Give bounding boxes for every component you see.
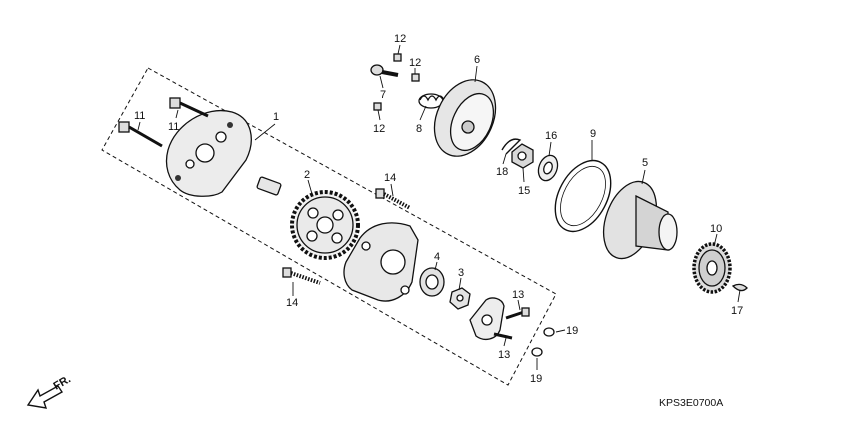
callout-14-upper: 14 (384, 172, 396, 184)
housing-6-part (433, 79, 497, 157)
gear-10-part (692, 242, 732, 294)
screw-13-upper (505, 307, 530, 320)
callout-2: 2 (304, 169, 310, 181)
callout-5: 5 (642, 157, 648, 169)
callout-19-lower: 19 (530, 373, 542, 385)
gasket-9-part (554, 159, 612, 233)
bolt-12-mid (411, 73, 420, 82)
callout-4: 4 (434, 251, 440, 263)
assembly-boundary (101, 67, 557, 386)
leader-lines (137, 44, 741, 370)
callout-13-upper: 13 (512, 289, 524, 301)
callout-3: 3 (458, 267, 464, 279)
diagram-code: KPS3E0700A (659, 397, 723, 409)
plate-part (469, 297, 505, 341)
callout-12-low: 12 (373, 123, 385, 135)
washer-16-part (537, 154, 559, 182)
callout-1: 1 (273, 111, 279, 123)
callout-14-lower: 14 (286, 297, 298, 309)
callout-18: 18 (496, 166, 508, 178)
ring-19-lower (531, 347, 543, 357)
bolt-7-part (370, 64, 399, 77)
callout-12-mid: 12 (409, 57, 421, 69)
callout-19-right: 19 (566, 325, 578, 337)
callout-9: 9 (590, 128, 596, 140)
hub-5-part (602, 180, 678, 260)
callout-15: 15 (518, 185, 530, 197)
callout-6: 6 (474, 54, 480, 66)
clip-18-part (501, 138, 522, 155)
screw-14-upper (375, 188, 411, 210)
pump-cover-part (165, 110, 252, 197)
ring-19-right (543, 327, 555, 337)
callout-8: 8 (416, 123, 422, 135)
inner-rotor-part (419, 267, 445, 297)
screw-13-lower (493, 332, 513, 340)
key-17-part (731, 283, 748, 292)
dowel-part (256, 176, 282, 196)
bolt-12-low (373, 102, 382, 111)
sprocket-part (290, 190, 360, 260)
callout-13-lower: 13 (498, 349, 510, 361)
pump-body-part (343, 222, 419, 302)
bolt-11-left (118, 121, 163, 148)
bolt-11-upper (169, 97, 209, 118)
callout-11-upper: 11 (168, 121, 179, 133)
callout-16: 16 (545, 130, 557, 142)
front-direction-arrow: FR. (26, 373, 73, 409)
collar-part (449, 287, 471, 310)
callout-17: 17 (731, 305, 743, 317)
callout-7: 7 (380, 89, 386, 101)
bolt-12-top (393, 53, 402, 62)
callout-12-top: 12 (394, 33, 406, 45)
callout-11-left: 11 (134, 110, 145, 122)
nut-15-part (511, 143, 534, 169)
screw-14-lower (282, 267, 321, 285)
front-direction-label: FR. (52, 373, 73, 392)
callout-10: 10 (710, 223, 722, 235)
